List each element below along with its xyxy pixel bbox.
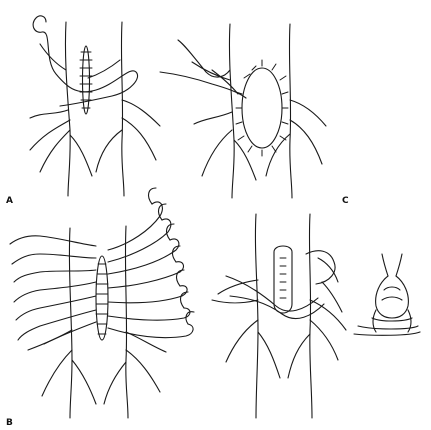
panel-b-needles: [149, 188, 194, 324]
panel-b-incision: [96, 256, 108, 340]
panel-d-graft-marks: [280, 258, 286, 298]
panel-d-drawing: [212, 214, 346, 418]
panel-label-a: A: [6, 196, 13, 206]
panel-b-sutures-right: [108, 202, 193, 338]
panel-a-incision: [83, 46, 90, 114]
panel-c-drawing: [160, 24, 326, 198]
panel-a-stitches: [80, 52, 92, 108]
panel-b-sutures-left: [10, 236, 96, 344]
panel-a-right-nerve: [121, 22, 124, 196]
panel-c-wound: [242, 68, 282, 148]
panel-b-drawing: [10, 188, 194, 418]
panel-b-stitch-marks: [96, 264, 108, 334]
panel-a-left-nerve: [65, 22, 70, 196]
panel-e-drawing: [354, 254, 420, 335]
panel-label-b: B: [6, 418, 13, 428]
panel-a-drawing: [30, 16, 160, 196]
panel-c-stitches: [236, 60, 288, 156]
panel-d-graft: [274, 246, 292, 313]
panel-label-c: C: [342, 196, 349, 206]
panel-c-needle: [178, 40, 230, 77]
